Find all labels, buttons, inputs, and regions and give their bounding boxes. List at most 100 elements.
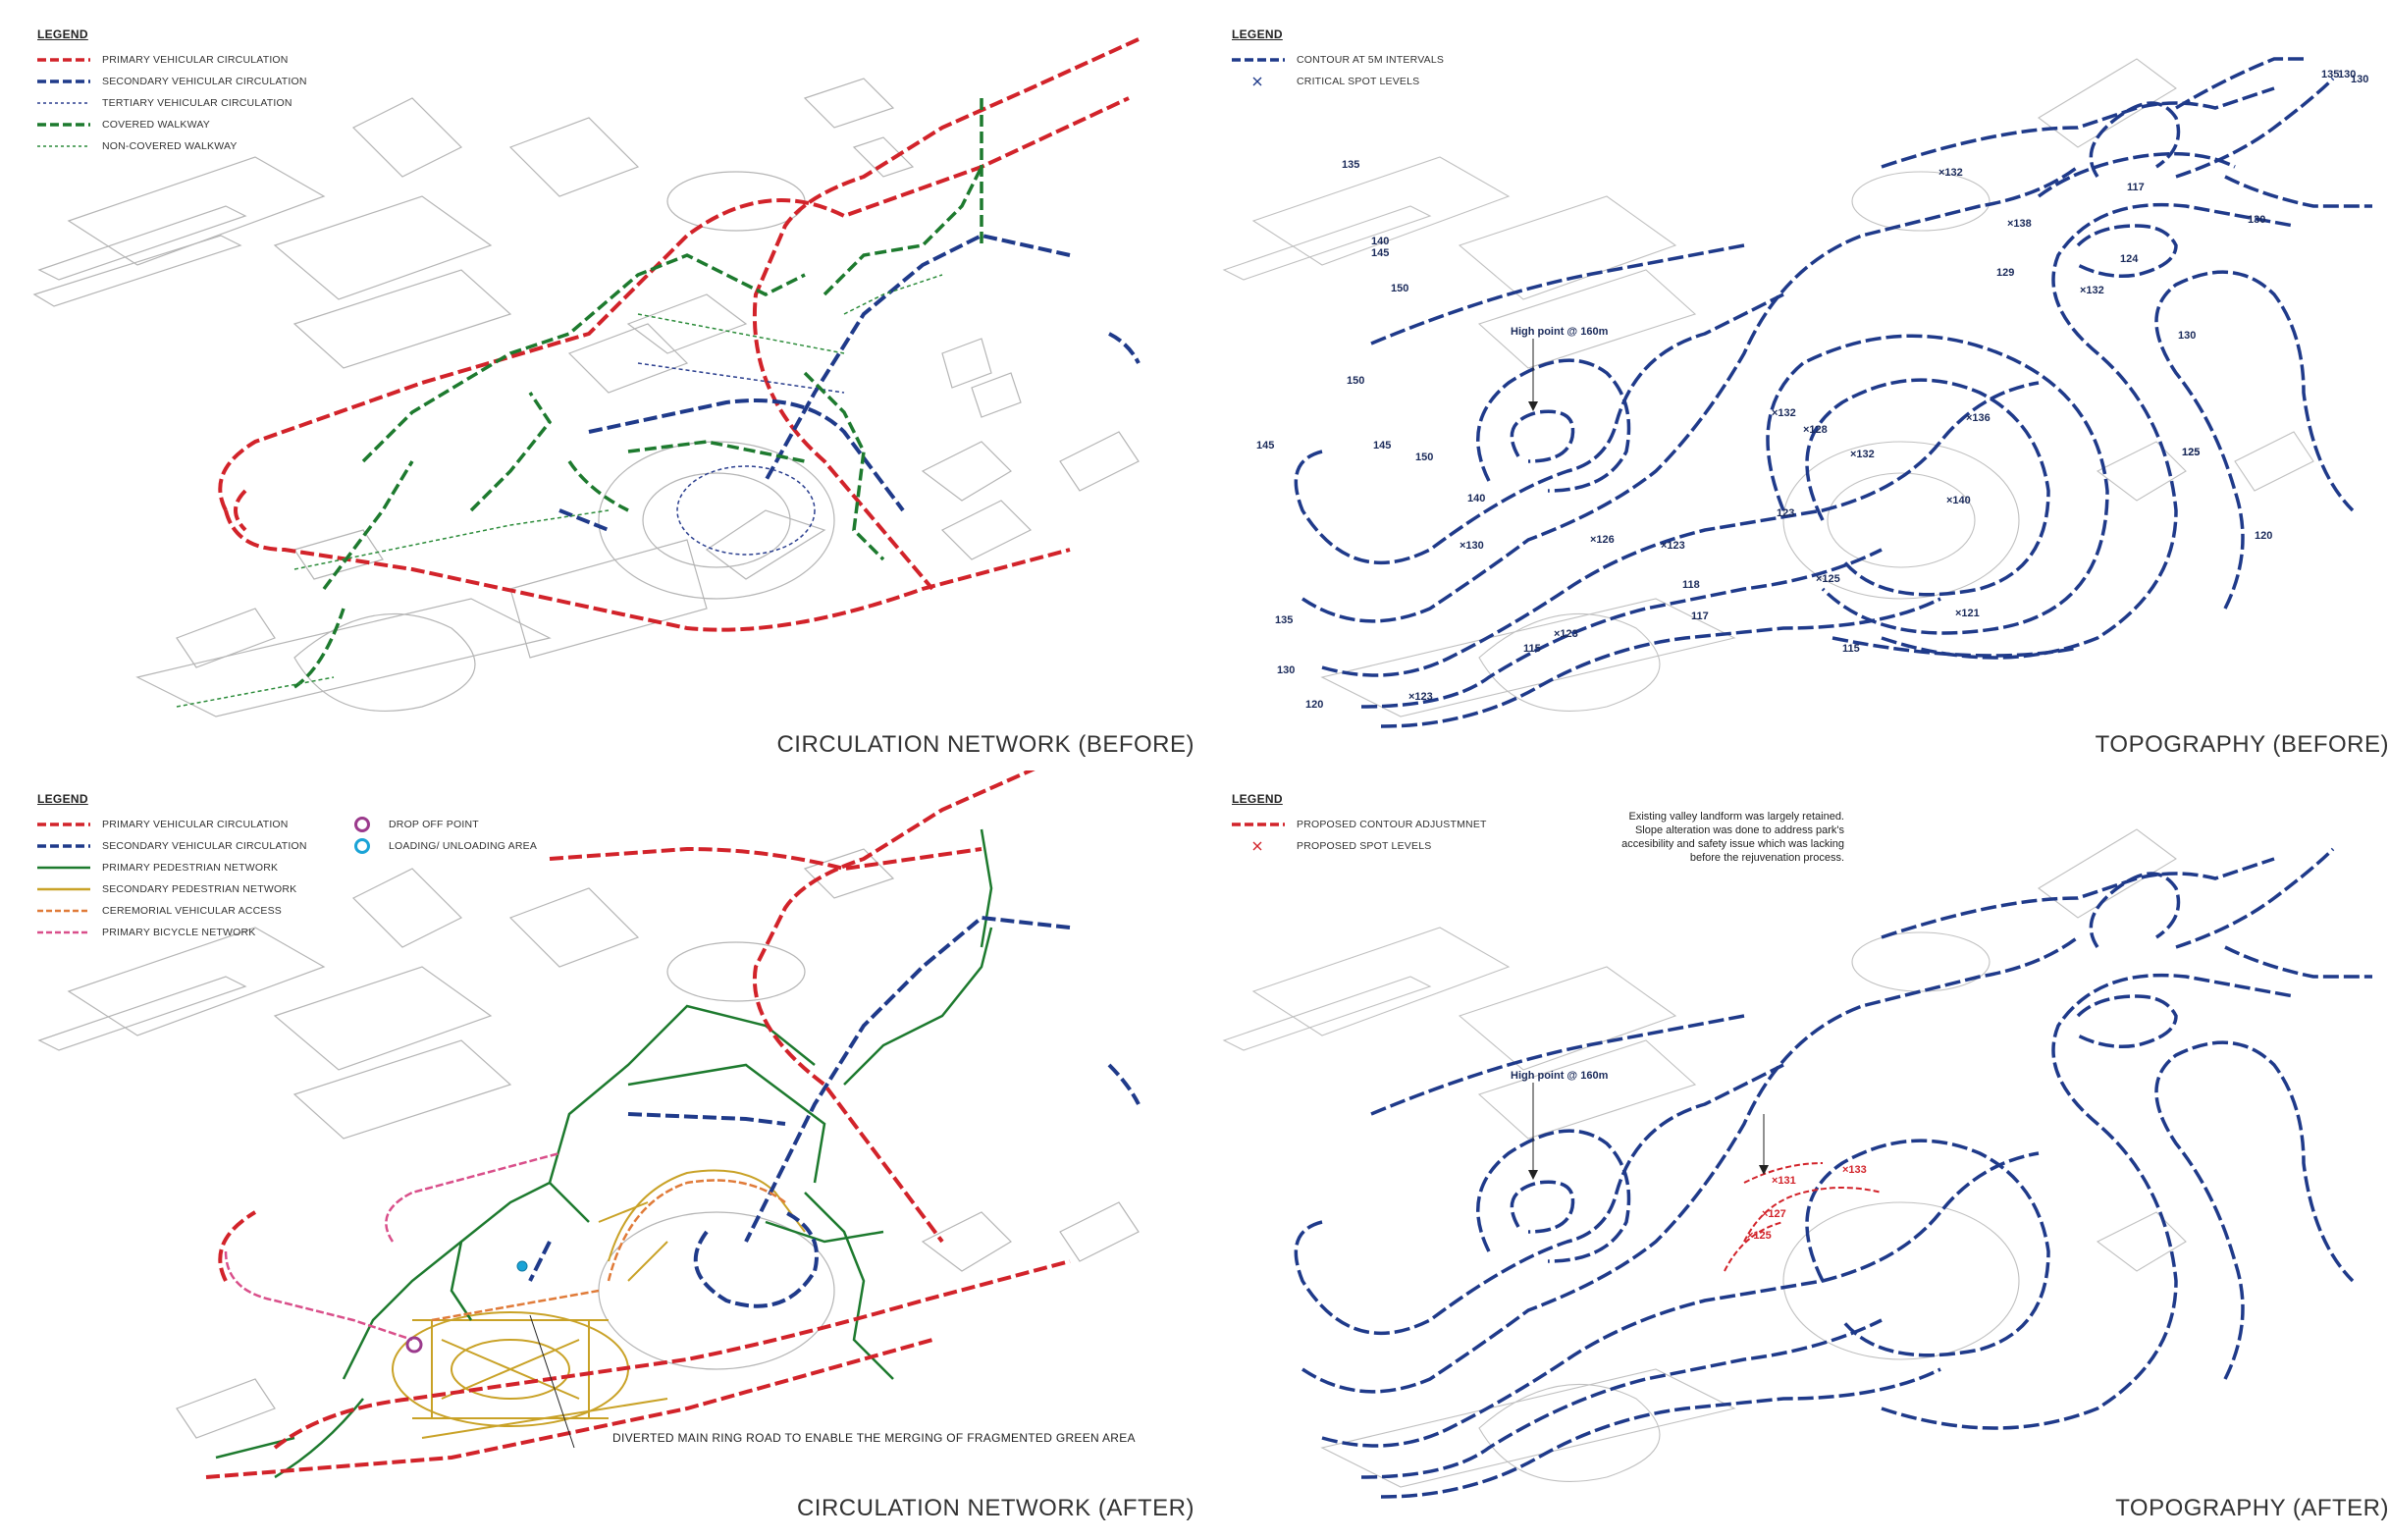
dash-orange-icon [37, 906, 90, 916]
contour-label: 150 [1391, 283, 1409, 294]
spot-level: ×128 [1803, 424, 1828, 436]
contour-label: 140 [1371, 236, 1390, 247]
contour-label: 150 [1415, 451, 1434, 463]
dash-pink-icon [37, 928, 90, 937]
spot-level: 123 [1777, 507, 1795, 519]
legend-label: SECONDARY VEHICULAR CIRCULATION [102, 76, 307, 87]
high-point-label: High point @ 160m [1511, 1070, 1609, 1082]
panel-title: CIRCULATION NETWORK (BEFORE) [776, 731, 1194, 758]
loading-marker [516, 1260, 528, 1272]
legend-item-ceremonial-access: CEREMORIAL VEHICULAR ACCESS [37, 900, 307, 922]
topography-after-map [1222, 828, 2372, 1499]
panel-topography-before: LEGEND CONTOUR AT 5M INTERVALS CRITICAL … [1194, 0, 2389, 770]
thin-dash-blue-icon [37, 98, 90, 108]
legend-item-contour: CONTOUR AT 5M INTERVALS [1232, 49, 1444, 71]
legend-item-drop-off: DROP OFF POINT [353, 814, 537, 835]
legend-title: LEGEND [37, 27, 88, 41]
high-point-arrow [1528, 1083, 1538, 1180]
legend: LEGEND PRIMARY VEHICULAR CIRCULATION SEC… [37, 792, 307, 943]
legend-item-tertiary-vehicular: TERTIARY VEHICULAR CIRCULATION [37, 92, 307, 114]
primary-vehicular-routes [218, 37, 1140, 632]
secondary-vehicular-routes [528, 915, 1141, 1308]
thick-dash-green-icon [37, 120, 90, 130]
callout-leader [529, 1314, 575, 1449]
base-buildings [1222, 58, 2314, 717]
diverted-road-callout: DIVERTED MAIN RING ROAD TO ENABLE THE ME… [612, 1431, 1136, 1445]
legend-label: PRIMARY VEHICULAR CIRCULATION [102, 54, 289, 66]
legend-item-secondary-vehicular: SECONDARY VEHICULAR CIRCULATION [37, 71, 307, 92]
high-point-label: High point @ 160m [1511, 326, 1609, 338]
ring-cyan-icon [353, 837, 377, 855]
panel-title: CIRCULATION NETWORK (AFTER) [796, 1495, 1194, 1521]
legend-item-secondary-vehicular: SECONDARY VEHICULAR CIRCULATION [37, 835, 307, 857]
legend-label: PRIMARY PEDESTRIAN NETWORK [102, 862, 279, 874]
legend-item-primary-pedestrian: PRIMARY PEDESTRIAN NETWORK [37, 857, 307, 878]
contour-label: 130 [2178, 330, 2197, 342]
contour-label: 135 [1342, 159, 1360, 171]
contour-label: 135 [2321, 69, 2340, 80]
contour-label: 140 [1467, 493, 1486, 504]
thick-dash-red-icon [1232, 820, 1285, 829]
legend-label: PRIMARY BICYCLE NETWORK [102, 927, 256, 938]
legend-label: PRIMARY VEHICULAR CIRCULATION [102, 819, 289, 830]
panel-title: TOPOGRAPHY (AFTER) [2115, 1495, 2389, 1521]
legend-title: LEGEND [1232, 27, 1283, 41]
base-buildings [32, 78, 1140, 717]
landform-note: Existing valley landform was largely ret… [1621, 810, 1844, 865]
proposed-spot-level: ×125 [1747, 1230, 1772, 1242]
spot-level: ×121 [1955, 608, 1980, 619]
spot-level: ×132 [1772, 407, 1796, 419]
primary-vehicular-routes [205, 770, 1071, 1479]
legend-item-proposed-contour: PROPOSED CONTOUR ADJUSTMNET [1232, 814, 1487, 835]
legend-item-proposed-spot-levels: PROPOSED SPOT LEVELS [1232, 835, 1487, 857]
spot-level: ×140 [1946, 495, 1971, 506]
proposed-spot-level: ×131 [1772, 1175, 1796, 1187]
high-point-arrow [1528, 339, 1538, 411]
contour-label: 130 [2351, 74, 2369, 85]
thin-dash-green-icon [37, 141, 90, 151]
panel-topography-after: LEGEND PROPOSED CONTOUR ADJUSTMNET PROPO… [1194, 770, 2389, 1540]
proposed-spot-level: ×133 [1842, 1164, 1867, 1176]
contour-label: 120 [1305, 699, 1324, 711]
legend-label: CRITICAL SPOT LEVELS [1297, 76, 1420, 87]
ring-purple-icon [353, 816, 377, 833]
spot-level: ×126 [1590, 534, 1615, 546]
thick-dash-blue-icon [1232, 55, 1285, 65]
primary-pedestrian-network [215, 828, 993, 1479]
spot-level: ×138 [2007, 218, 2032, 230]
proposed-contours [1724, 1162, 1883, 1272]
contour-label: 130 [1277, 664, 1296, 676]
contour-label: 145 [1256, 440, 1275, 451]
legend-label: SECONDARY PEDESTRIAN NETWORK [102, 883, 297, 895]
note-line: before the rejuvenation process. [1689, 852, 1844, 864]
legend-item-bicycle: PRIMARY BICYCLE NETWORK [37, 922, 307, 943]
secondary-pedestrian-network [392, 1169, 806, 1439]
legend-label: PROPOSED SPOT LEVELS [1297, 840, 1432, 852]
legend: LEGEND CONTOUR AT 5M INTERVALS CRITICAL … [1232, 27, 1444, 92]
spot-level: ×123 [1554, 628, 1578, 640]
panel-circulation-before: LEGEND PRIMARY VEHICULAR CIRCULATION SEC… [0, 0, 1194, 770]
contour-label: 125 [2182, 447, 2201, 458]
note-arrow-icon [1759, 1165, 1769, 1175]
ceremonial-vehicular-routes [431, 1179, 786, 1322]
legend-item-primary-vehicular: PRIMARY VEHICULAR CIRCULATION [37, 814, 307, 835]
solid-yellow-icon [37, 884, 90, 894]
contour-label: 118 [1682, 579, 1700, 591]
base-buildings [37, 848, 1140, 1439]
legend-label: LOADING/ UNLOADING AREA [389, 840, 538, 852]
contour-lines [1294, 847, 2372, 1499]
spot-level: ×132 [2080, 285, 2104, 296]
legend-extra: DROP OFF POINT LOADING/ UNLOADING AREA [353, 814, 537, 857]
legend-item-loading: LOADING/ UNLOADING AREA [353, 835, 537, 857]
contour-label: 129 [1996, 267, 2015, 279]
secondary-vehicular-routes [558, 233, 1141, 532]
legend-item-covered-walkway: COVERED WALKWAY [37, 114, 307, 135]
contour-label: 145 [1371, 247, 1390, 259]
spot-level: ×136 [1966, 412, 1991, 424]
non-covered-walkway-routes [176, 274, 943, 708]
contour-label: 130 [2248, 214, 2266, 226]
panel-circulation-after: LEGEND PRIMARY VEHICULAR CIRCULATION SEC… [0, 770, 1194, 1540]
circulation-before-map [32, 37, 1141, 717]
spot-level: ×123 [1661, 540, 1685, 552]
legend-label: TERTIARY VEHICULAR CIRCULATION [102, 97, 292, 109]
